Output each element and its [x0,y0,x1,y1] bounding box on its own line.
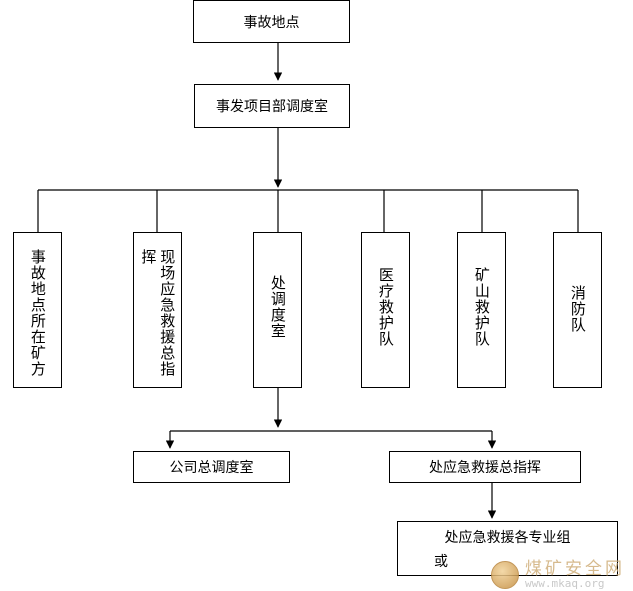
node-company-dispatch-label: 公司总调度室 [169,460,254,476]
node-onsite-commander-label: 现场应急救援总指挥 [139,249,177,377]
node-accident-site-label: 事故地点 [243,14,300,31]
node-project-dispatch-room-label: 事发项目部调度室 [216,99,328,115]
node-mine-owner-label: 事故地点所在矿方 [28,249,47,377]
node-mine-owner: 事故地点所在矿方 [13,232,62,388]
node-division-dispatch: 处调度室 [253,232,302,388]
node-division-dispatch-label: 处调度室 [268,275,287,339]
node-accident-site: 事故地点 [193,0,350,43]
node-division-commander-label: 处应急救援总指挥 [429,460,541,476]
node-project-dispatch-room: 事发项目部调度室 [194,84,350,128]
node-division-commander: 处应急救援总指挥 [389,451,581,483]
node-mine-rescue-team-label: 矿山救护队 [472,267,491,347]
node-professional-groups-line2: 或 [434,553,448,570]
node-mine-rescue-team: 矿山救护队 [457,232,506,388]
node-onsite-commander: 现场应急救援总指挥 [133,232,182,388]
node-medical-team: 医疗救护队 [361,232,410,388]
node-medical-team-label: 医疗救护队 [376,267,395,347]
node-professional-groups-line1: 处应急救援各专业组 [444,529,571,546]
watermark-text: 煤矿安全网 www.mkaq.org [525,559,625,590]
watermark-url: www.mkaq.org [525,577,605,590]
node-company-dispatch: 公司总调度室 [133,451,290,483]
node-fire-brigade: 消防队 [553,232,602,388]
watermark-name: 煤矿安全网 [525,559,625,579]
node-fire-brigade-label: 消防队 [568,285,587,333]
watermark-badge-icon [491,561,519,589]
watermark: 煤矿安全网 www.mkaq.org [491,561,625,589]
